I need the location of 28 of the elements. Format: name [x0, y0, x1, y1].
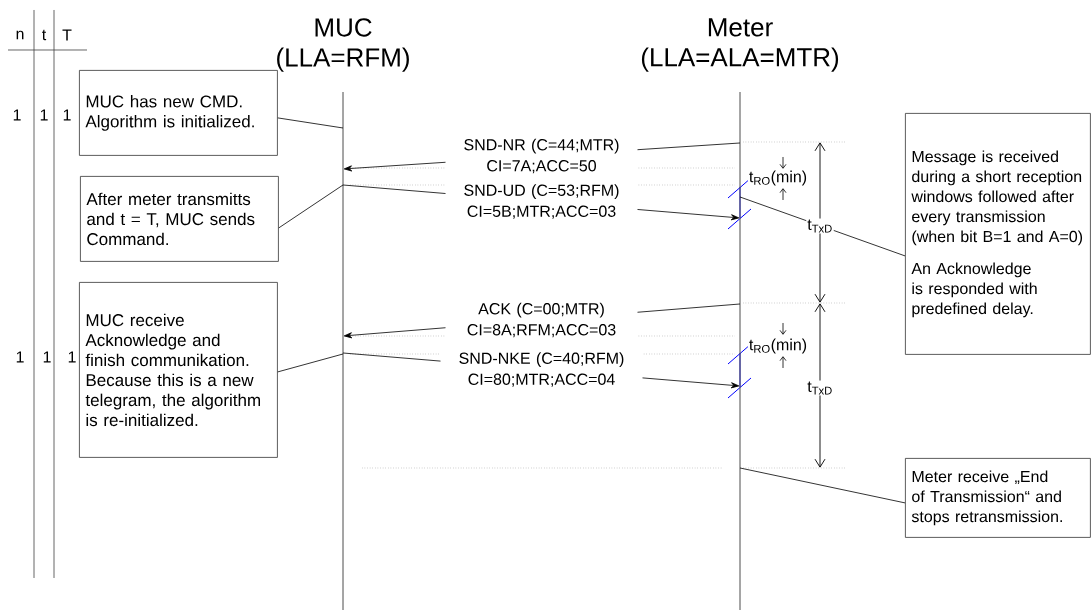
lifeline	[342, 92, 344, 610]
note-box: MUC receive Acknowledge and finish communikation. Because this is a new telegram, the algorithm is re-initialized.	[79, 282, 278, 458]
leader-line	[277, 117, 344, 129]
table-value: 1	[13, 109, 21, 121]
column-header: t	[42, 29, 47, 41]
message-label: SND-NKE (C=40;RFM) CI=80;MTR;ACC=04	[459, 352, 624, 387]
table-value: 1	[43, 351, 51, 363]
message-label: SND-UD (C=53;RFM) CI=5B;MTR;ACC=03	[464, 184, 619, 219]
note-box: Message is received during a short reception windows followed after every transmission (when bit B=1 and A=0) An Acknowledge is responded with predefined delay.	[905, 113, 1091, 355]
dimension-label: t$_{RO}$(min)	[749, 170, 807, 186]
lifeline	[739, 92, 741, 610]
leader-line	[277, 353, 344, 373]
table-value: 1	[40, 109, 48, 121]
dimension-label: t$_{RO}$(min)	[749, 338, 807, 354]
message-label: SND-NR (C=44;MTR) CI=7A;ACC=50	[464, 138, 619, 174]
column-header: n	[16, 30, 24, 40]
table-value: 1	[16, 351, 24, 363]
note-box: Meter receive „End of Transmission“ and stops retransmission.	[905, 458, 1091, 538]
dimension-label: t$_{TxD}$	[807, 219, 832, 233]
leader-line	[278, 184, 344, 229]
dimension-label: t$_{TxD}$	[807, 381, 832, 395]
leader-line	[739, 467, 906, 504]
lifeline-title: MUC (LLA=RFM)	[277, 18, 409, 72]
message-label: ACK (C=00;MTR) CI=8A;RFM;ACC=03	[467, 302, 616, 338]
note-box: After meter transmitts and t = T, MUC sends Command.	[80, 176, 279, 262]
note-box: MUC has new CMD. Algorithm is initialized.	[79, 70, 278, 156]
column-header: T	[62, 29, 72, 41]
lifeline-title: Meter (LLA=ALA=MTR)	[641, 18, 839, 72]
